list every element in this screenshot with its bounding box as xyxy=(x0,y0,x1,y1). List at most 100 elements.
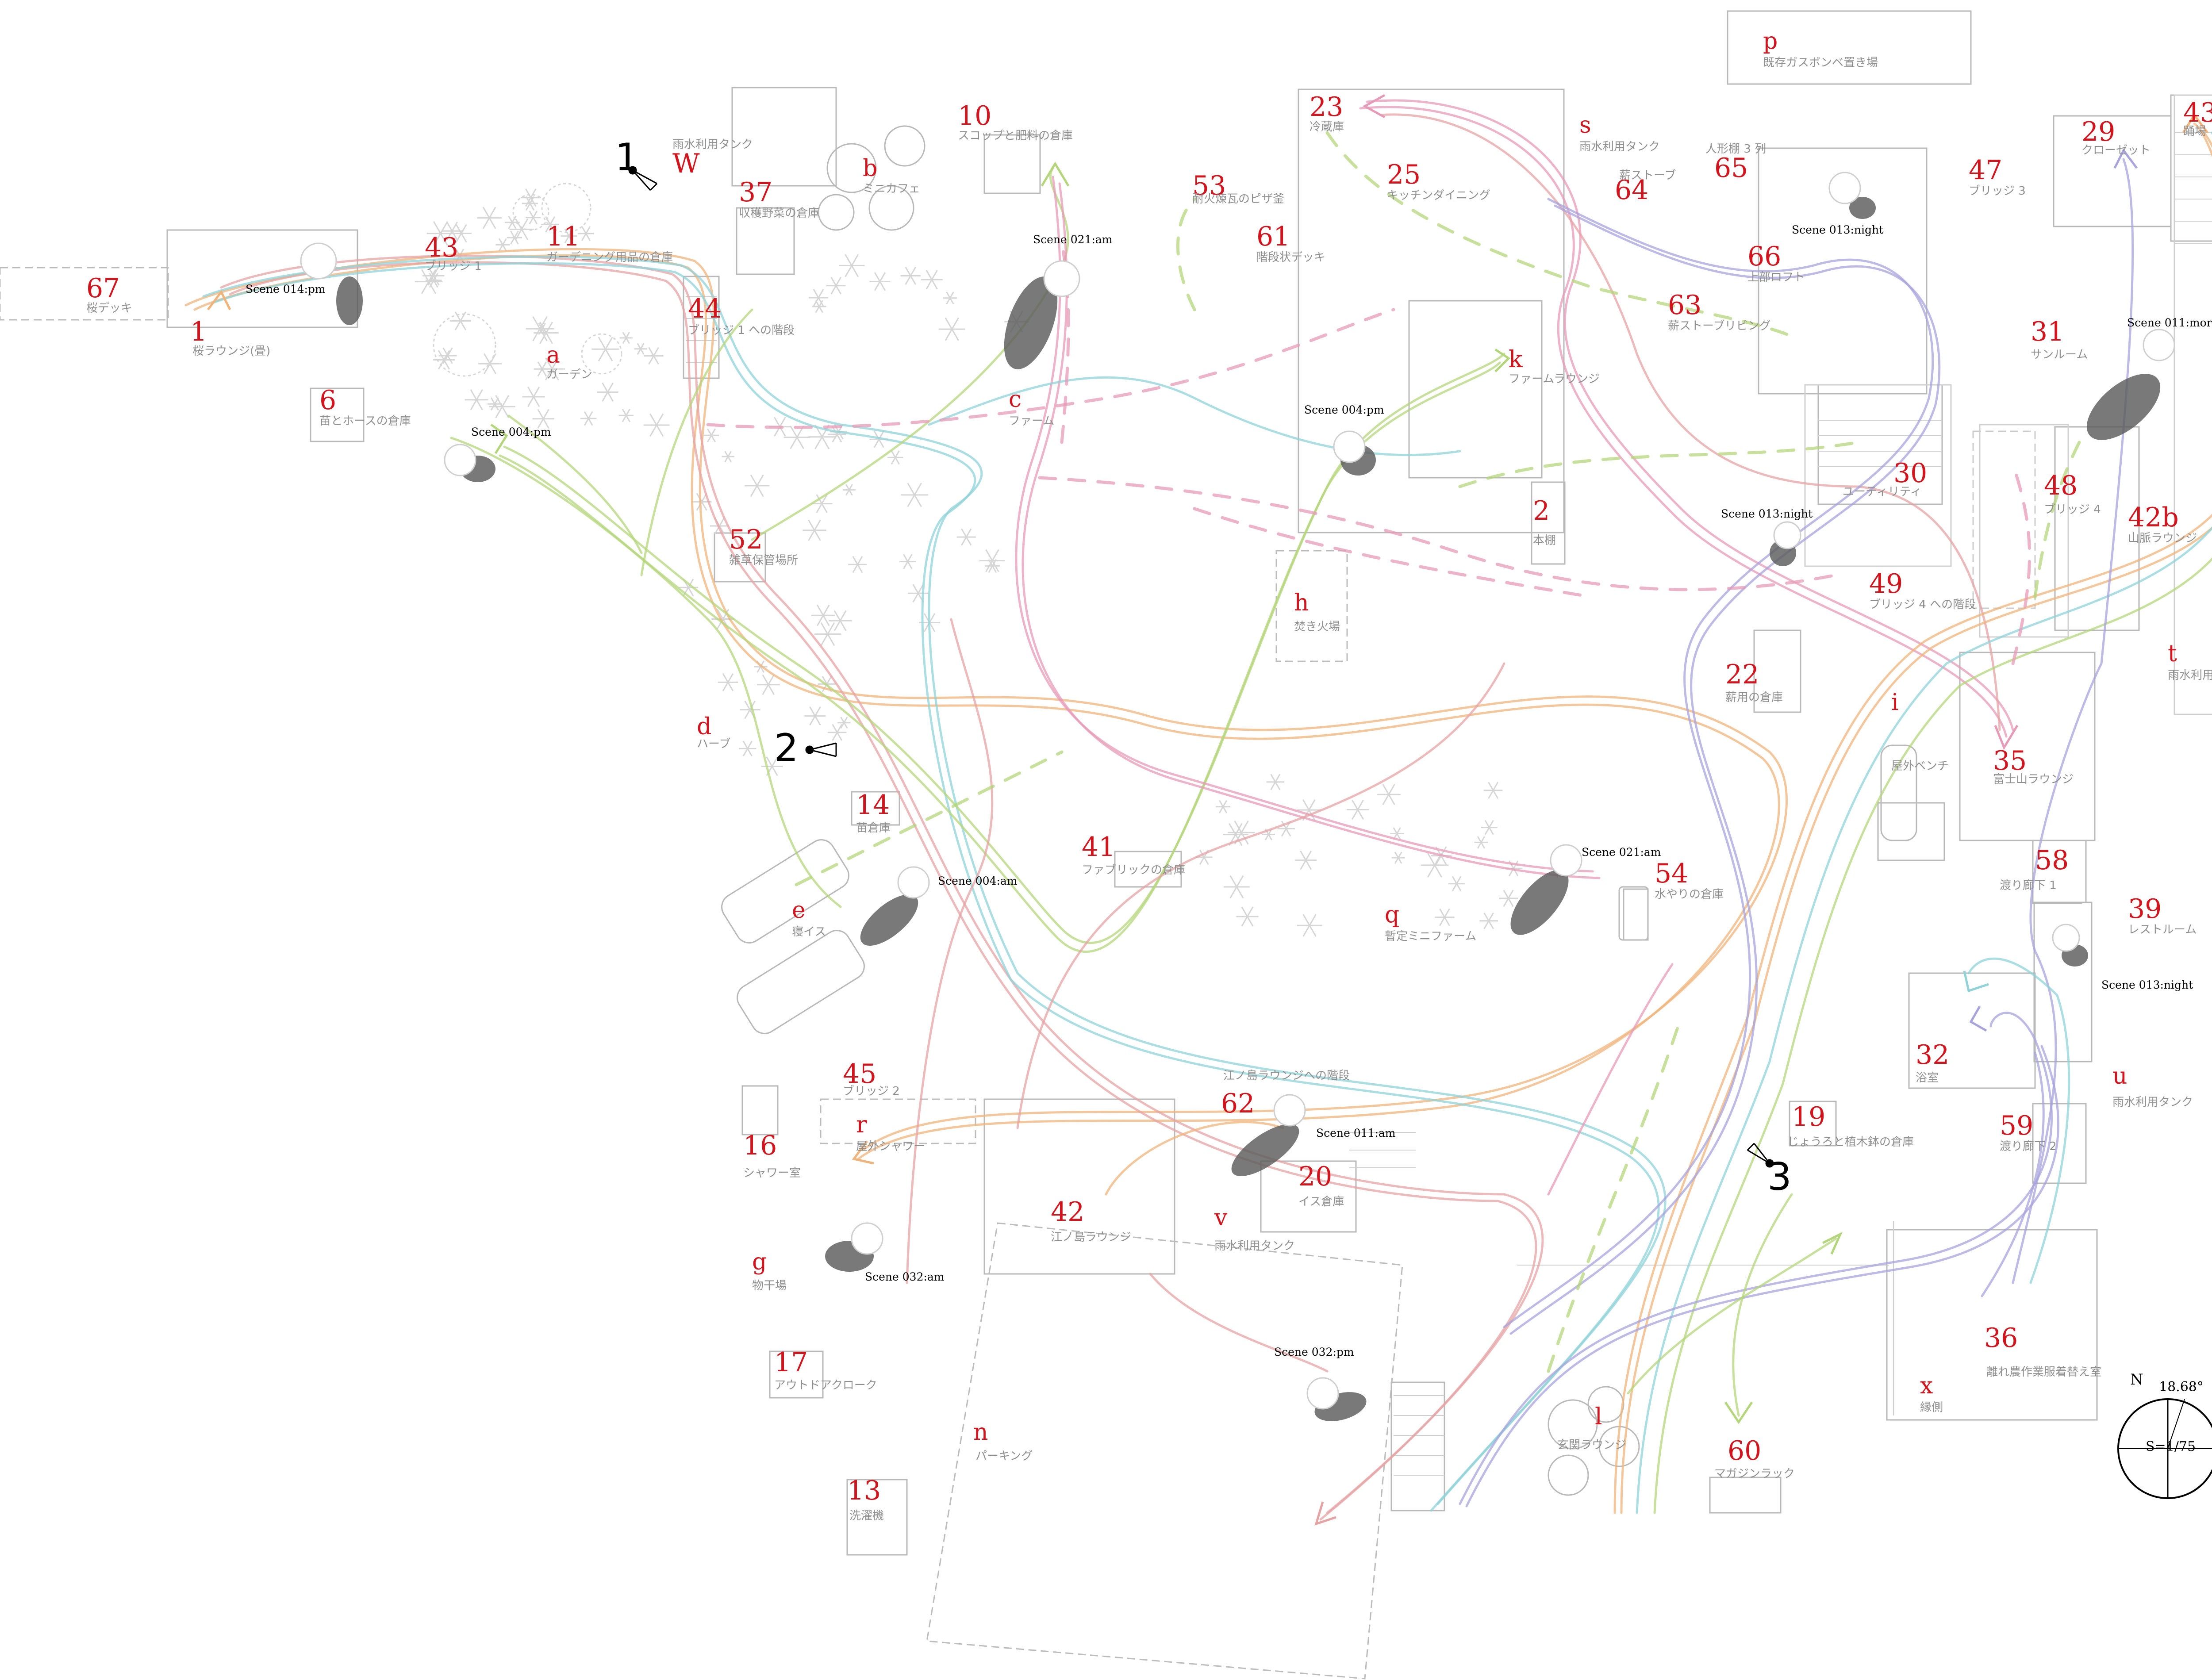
room-name: キッチンダイニング xyxy=(1387,189,1490,202)
plant-symbol xyxy=(1474,836,1488,849)
scene-labels: Scene 014:pm Scene 021:am Scene 004:pm S… xyxy=(246,223,2212,1358)
plant-symbol xyxy=(415,269,443,294)
room-name: ブリッジ 4 xyxy=(2044,503,2101,516)
room-name: 江ノ島ラウンジへの階段 xyxy=(1223,1069,1350,1082)
room-name: 収穫野菜の倉庫 xyxy=(739,207,819,220)
plant-symbol xyxy=(541,216,560,233)
room-id: 49 xyxy=(1869,568,1903,599)
room-id: 16 xyxy=(743,1130,777,1161)
compass-angle-label: 18.68° xyxy=(2159,1379,2204,1395)
room-id: b xyxy=(863,155,877,182)
plant-symbol xyxy=(703,428,719,442)
plant-symbol xyxy=(943,292,957,305)
plant-symbol xyxy=(808,289,829,307)
room-name: ブリッジ 4 への階段 xyxy=(1869,598,1976,611)
room-name: レストルーム xyxy=(2128,923,2197,936)
room-name: ブリッジ 2 xyxy=(843,1085,900,1098)
plant-symbol xyxy=(507,230,522,245)
room-name: 浴室 xyxy=(1916,1071,1939,1085)
plant-symbol xyxy=(718,673,738,691)
plant-symbol xyxy=(1195,849,1213,865)
viewpoint-numbers: 1 2 3 xyxy=(615,135,1792,1199)
room-name: クローゼット xyxy=(2081,144,2151,157)
room-name: 玄関ラウンジ xyxy=(1557,1438,1626,1452)
room-id: 42 xyxy=(1051,1197,1084,1227)
room-name: 洗濯機 xyxy=(849,1509,884,1523)
room-id: 43b xyxy=(2183,97,2212,128)
scene-label: Scene 021:am xyxy=(1582,846,1661,859)
plant-symbol xyxy=(783,425,810,449)
room-id: c xyxy=(1009,386,1022,413)
plant-symbol xyxy=(561,229,577,244)
plant-symbol xyxy=(1224,875,1250,899)
plant-symbol xyxy=(828,724,847,741)
plant-symbol xyxy=(887,450,903,465)
room-id: 65 xyxy=(1714,153,1748,184)
plant-symbol xyxy=(526,316,554,341)
parking-area xyxy=(926,1222,1403,1680)
room-id: 30 xyxy=(1893,458,1927,489)
plant-symbol xyxy=(803,519,826,541)
room-id: 44 xyxy=(688,293,722,324)
viewpoint-1: 1 xyxy=(615,135,639,180)
plant-symbol xyxy=(634,343,647,355)
room-id: q xyxy=(1385,901,1399,928)
scene-label: Scene 021:am xyxy=(1033,233,1113,246)
room-name: サンルーム xyxy=(2031,348,2088,361)
room-id: x xyxy=(1920,1373,1933,1399)
scene-label: Scene 011:morning xyxy=(2127,316,2212,329)
shrub-symbol xyxy=(512,194,549,231)
plant-symbol xyxy=(1391,852,1405,864)
plant-symbol xyxy=(938,317,965,341)
room-name: ユーティリティ xyxy=(1843,485,1922,499)
plant-symbol xyxy=(710,517,729,535)
room-id: g xyxy=(752,1249,767,1275)
room-outlines xyxy=(0,10,2212,1556)
room-id: 25 xyxy=(1387,159,1421,190)
scene-label: Scene 004:pm xyxy=(1304,403,1384,416)
plant-symbol xyxy=(1483,782,1503,799)
room-id: 35 xyxy=(1993,745,2027,776)
room-name: 雨水利用タンク xyxy=(2112,1096,2193,1109)
room-name: 本棚 xyxy=(1533,534,1556,547)
plant-symbol xyxy=(580,411,597,426)
room-id: 59 xyxy=(2000,1110,2033,1141)
room-id: 63 xyxy=(1668,290,1701,321)
plant-symbol xyxy=(842,484,856,496)
plant-symbol xyxy=(1377,784,1401,805)
room-name: ハーブ xyxy=(697,737,730,751)
room-id: 62 xyxy=(1221,1088,1255,1119)
plant-symbol xyxy=(441,221,463,241)
room-id: 45 xyxy=(843,1059,876,1089)
scene-figures xyxy=(300,172,2175,1421)
plant-symbol xyxy=(509,218,534,241)
room-id: n xyxy=(973,1419,988,1446)
room-name: 既存ガスボンベ置き場 xyxy=(1763,56,1878,69)
plant-symbol xyxy=(643,413,670,437)
plant-symbol xyxy=(744,474,770,497)
plant-symbol xyxy=(956,528,976,546)
plant-symbol xyxy=(1297,914,1322,937)
room-id: v xyxy=(1214,1204,1228,1231)
plant-symbol xyxy=(899,554,916,569)
room-name: パーキング xyxy=(975,1450,1033,1463)
plant-symbol xyxy=(522,387,545,407)
room-name: ファブリックの倉庫 xyxy=(1082,863,1185,877)
scene-label: Scene 004:pm xyxy=(471,426,551,438)
room-name: 物干場 xyxy=(752,1279,787,1293)
room-name: 苗倉庫 xyxy=(856,821,891,835)
scene-label: Scene 013:night xyxy=(1792,223,1883,236)
scene-label: Scene 032:pm xyxy=(1274,1346,1354,1358)
plant-symbol xyxy=(901,483,928,507)
plant-symbol xyxy=(829,610,852,631)
plant-symbol xyxy=(919,613,940,632)
plant-symbol xyxy=(526,211,541,225)
room-name: 渡り廊下 1 xyxy=(2000,879,2057,892)
round-tables xyxy=(818,125,1649,1496)
plant-symbol xyxy=(1216,800,1231,813)
plant-symbol xyxy=(644,347,664,365)
room-id: d xyxy=(697,713,711,740)
room-id: a xyxy=(546,342,560,368)
room-name: 踊場 xyxy=(2183,125,2206,138)
plant-symbol xyxy=(489,395,515,418)
